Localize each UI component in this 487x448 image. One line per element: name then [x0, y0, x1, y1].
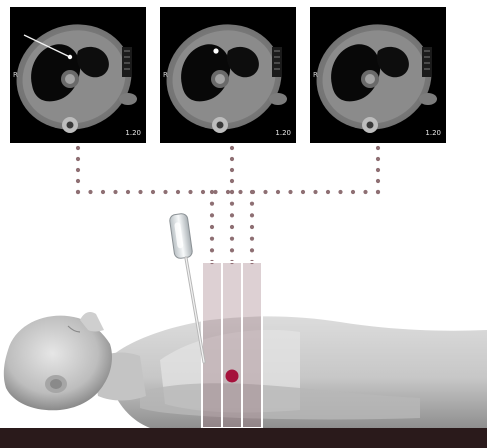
connector-dot: [210, 190, 214, 194]
connector-dot: [230, 225, 234, 229]
connector-dot: [201, 190, 205, 194]
ct-scan-beams: [202, 262, 262, 428]
connector-dot: [363, 190, 367, 194]
connector-dot: [230, 157, 234, 161]
connector-dot: [301, 190, 305, 194]
connector-dot: [250, 202, 254, 206]
scan-table: [0, 428, 487, 448]
connector-dot: [230, 190, 234, 194]
connector-dot: [188, 190, 192, 194]
connector-dot: [250, 248, 254, 252]
connector-dot: [76, 190, 80, 194]
connector-dot: [88, 190, 92, 194]
connector-dot: [76, 179, 80, 183]
connector-dot: [138, 190, 142, 194]
connector-dot: [338, 190, 342, 194]
connector-dot: [210, 202, 214, 206]
connector-dot: [113, 190, 117, 194]
connector-dot: [376, 157, 380, 161]
connector-dot: [230, 202, 234, 206]
connector-dot: [230, 146, 234, 150]
connector-dot: [263, 190, 267, 194]
connector-dot: [230, 248, 234, 252]
connector-dot: [376, 168, 380, 172]
connector-dot: [101, 190, 105, 194]
connector-dot: [230, 168, 234, 172]
connector-dot: [76, 168, 80, 172]
connector-dot: [210, 248, 214, 252]
connector-dot: [230, 179, 234, 183]
connector-dot: [313, 190, 317, 194]
connector-dot: [210, 237, 214, 241]
connector-dot: [250, 225, 254, 229]
connector-dot: [176, 190, 180, 194]
connector-dot: [326, 190, 330, 194]
connector-dot: [76, 146, 80, 150]
connector-dot: [226, 190, 230, 194]
connector-dot: [151, 190, 155, 194]
connector-dot: [288, 190, 292, 194]
connector-dot: [250, 237, 254, 241]
scan-beam-2: [222, 262, 242, 428]
connector-dot: [238, 190, 242, 194]
scan-beam-1: [202, 262, 222, 428]
connector-dot: [163, 190, 167, 194]
connector-dot: [376, 190, 380, 194]
connector-dot: [126, 190, 130, 194]
connector-dot: [210, 225, 214, 229]
scan-beam-3: [242, 262, 262, 428]
connector-dot: [230, 213, 234, 217]
target-lesion-marker: [226, 370, 239, 383]
connector-dot: [351, 190, 355, 194]
connector-dot: [76, 157, 80, 161]
connector-dot: [376, 179, 380, 183]
connector-dot: [210, 213, 214, 217]
connector-dot: [276, 190, 280, 194]
connector-dot: [230, 237, 234, 241]
connector-dot: [376, 146, 380, 150]
connector-dot: [250, 213, 254, 217]
dotted-connector-lines: [76, 146, 380, 264]
connector-dot: [250, 190, 254, 194]
